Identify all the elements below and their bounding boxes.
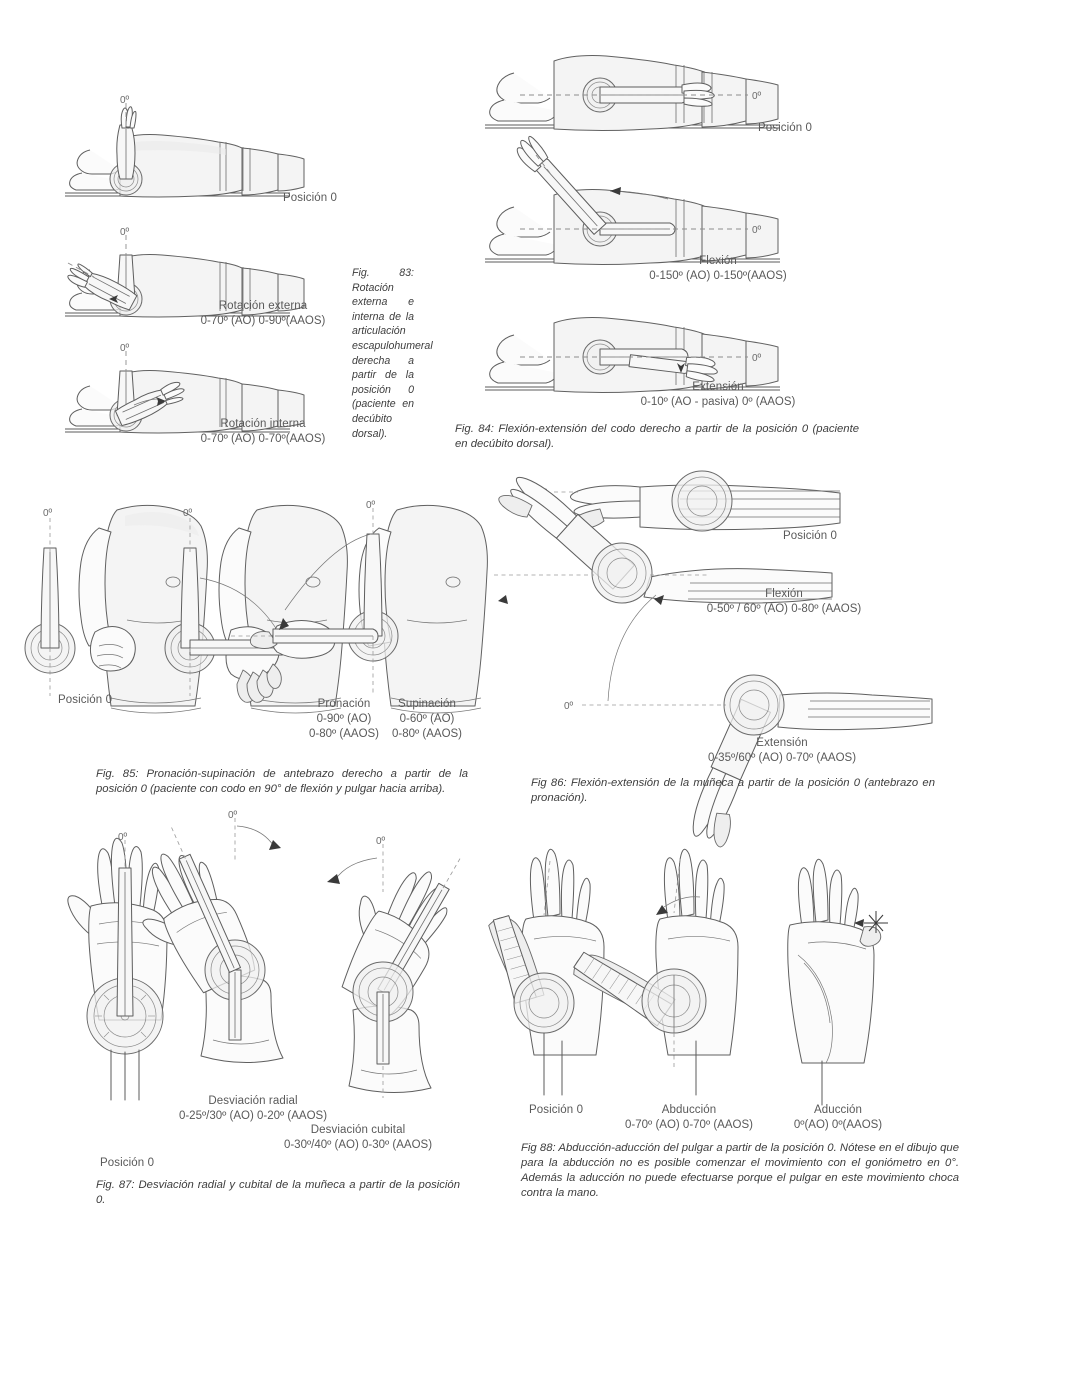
fig87-panel1-label: Posición 0 — [100, 1157, 155, 1169]
fig85-panel2-values-line1: 0-90º (AO) — [316, 713, 372, 725]
fig85-panel3-values-line2: 0-80º (AAOS) — [391, 728, 463, 740]
fig85-panel1-label: Posición 0 — [58, 694, 113, 706]
svg-text:0º: 0º — [120, 95, 130, 106]
figure-88 — [488, 848, 920, 1115]
fig85-panel2-label: Pronación — [317, 698, 371, 710]
svg-text:0º: 0º — [752, 91, 762, 102]
svg-text:0º: 0º — [564, 701, 574, 712]
fig85-panel3-label: Supinación — [398, 698, 456, 710]
svg-text:0º: 0º — [120, 343, 130, 354]
fig88-panel2-label: Abducción — [661, 1104, 717, 1116]
figure-87: 0º — [55, 810, 475, 1150]
fig84-panel1-label: Posición 0 — [757, 122, 813, 134]
svg-text:0º: 0º — [118, 832, 128, 843]
figure-84-illustration: 0º — [485, 55, 780, 393]
fig88-panel3-label: Aducción — [813, 1104, 863, 1116]
fig83-caption: Fig. 83: Rotación externa e interna de l… — [352, 267, 433, 440]
fig84-panel3-label: Extensión — [692, 381, 744, 393]
fig83-panel3-label: Rotación interna — [220, 418, 306, 430]
svg-text:0º: 0º — [228, 810, 238, 821]
fig85-caption: Fig. 85: Pronación-supinación de antebra… — [96, 768, 468, 796]
svg-text:0º: 0º — [183, 508, 193, 519]
fig88-panel2-values: 0-70º (AO) 0-70º (AAOS) — [625, 1119, 753, 1131]
figure-87-illustration: 0º — [67, 810, 461, 1101]
svg-text:0º: 0º — [366, 500, 376, 511]
svg-text:0º: 0º — [752, 353, 762, 364]
fig86-panel2-values: 0-50º / 60º (AO) 0-80º (AAOS) — [706, 603, 862, 615]
fig86-panel3-label: Extensión — [756, 737, 808, 749]
fig84-caption: Fig. 84: Flexión-extensión del codo dere… — [455, 423, 859, 451]
figure-88-illustration — [488, 848, 888, 1106]
fig85-panel2-values-line2: 0-80º (AAOS) — [308, 728, 380, 740]
fig83-panel2-values: 0-70º (AO) 0-90º(AAOS) — [200, 315, 326, 327]
fig87-panel2-label: Desviación radial — [208, 1095, 298, 1107]
figure-85-illustration: 0º 0º — [24, 500, 488, 714]
svg-text:0º: 0º — [120, 227, 130, 238]
figure-83-illustration: 0º — [65, 95, 305, 434]
fig86-caption: Fig 86: Flexión-extensión de la muñeca a… — [531, 777, 935, 805]
fig87-panel2-values: 0-25º/30º (AO) 0-20º (AAOS) — [178, 1110, 328, 1122]
figure-85: 0º 0º — [24, 500, 488, 730]
fig88-panel3-values: 0º(AO) 0º(AAOS) — [793, 1119, 883, 1131]
figure-86-illustration: 0º — [494, 470, 933, 848]
fig83-panel2-label: Rotación externa — [218, 300, 308, 312]
figure-83: 0º — [60, 95, 360, 445]
fig83-panel1-label: Posición 0 — [282, 192, 338, 204]
fig84-panel2-values: 0-150º (AO) 0-150º(AAOS) — [649, 270, 787, 282]
svg-text:0º: 0º — [752, 225, 762, 236]
fig87-panel3-values: 0-30º/40º (AO) 0-30º (AAOS) — [283, 1139, 433, 1151]
svg-text:0º: 0º — [43, 508, 53, 519]
fig86-panel1-label: Posición 0 — [782, 530, 838, 542]
fig86-panel3-values: 0-35º/60º (AO) 0-70º (AAOS) — [707, 752, 857, 764]
fig85-panel3-values-line1: 0-60º (AO) — [399, 713, 455, 725]
fig86-panel2-label: Flexión — [765, 588, 803, 600]
fig87-panel3-label: Desviación cubital — [310, 1124, 406, 1136]
fig87-caption: Fig. 87: Desviación radial y cubital de … — [96, 1179, 460, 1207]
fig84-panel3-values: 0-10º (AO - pasiva) 0º (AAOS) — [640, 396, 796, 408]
fig83-panel3-values: 0-70º (AO) 0-70º(AAOS) — [200, 433, 326, 445]
fig84-panel2-label: Flexión — [699, 255, 737, 267]
fig88-caption: Fig 88: Abducción-aducción del pulgar a … — [521, 1142, 959, 1200]
svg-text:0º: 0º — [376, 836, 386, 847]
fig88-panel1-label: Posición 0 — [529, 1104, 584, 1116]
figure-84: 0º — [480, 45, 820, 415]
figure-86: 0º — [494, 465, 950, 848]
